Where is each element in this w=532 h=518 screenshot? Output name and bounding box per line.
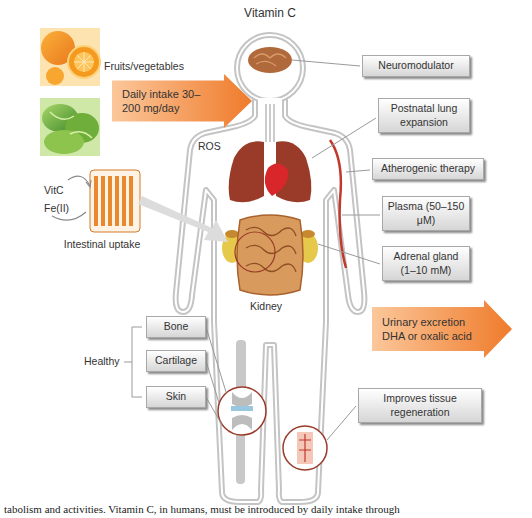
- arrow-body: [372, 300, 512, 358]
- node-text: Neuromodulator: [367, 59, 465, 73]
- node-text: Atherogenic therapy: [377, 162, 479, 176]
- brain: [248, 47, 292, 73]
- concentration-box: Plasma (50–150 μM): [382, 196, 470, 231]
- molecule-label: Fe(II): [44, 202, 69, 215]
- node-text: Skin: [151, 390, 201, 404]
- molecule-label: VitC: [44, 184, 64, 197]
- trachea: [266, 104, 274, 142]
- node-text: Improves tissue regeneration: [363, 392, 477, 419]
- intestines: [237, 215, 303, 295]
- node-text: Postnatal lung expansion: [383, 102, 465, 129]
- fruit-image: [40, 28, 100, 86]
- organ-label: Kidney: [250, 300, 282, 313]
- source-label: Fruits/vegetables: [104, 60, 184, 73]
- node-text: Urinary excretion DHA or oxalic acid: [372, 315, 484, 344]
- bracket: [124, 327, 142, 397]
- heart: [265, 163, 288, 196]
- lungs: [229, 141, 312, 202]
- skin-detail: [283, 426, 327, 470]
- node-text: Cartilage: [151, 354, 201, 368]
- intestinal-villi: [52, 170, 275, 272]
- tissue-box: Bone: [146, 316, 206, 338]
- intake-arrow: Daily intake 30–200 mg/day: [112, 74, 252, 128]
- node-text: Plasma (50–150 μM): [387, 200, 465, 227]
- caption: tabolism and activities. Vitamin C, in h…: [4, 503, 400, 515]
- arrow-shape: [112, 74, 252, 128]
- arrow-shape: [372, 300, 512, 358]
- vegetable-image: [40, 98, 100, 156]
- node-text: Adrenal gland (1–10 mM): [387, 250, 465, 277]
- tissue-box: Skin: [146, 386, 206, 408]
- tissue-box: Cartilage: [146, 350, 206, 372]
- node-text: Bone: [151, 320, 201, 334]
- function-box: Postnatal lung expansion: [378, 98, 470, 133]
- function-box: Neuromodulator: [362, 55, 470, 77]
- arrow-body: [112, 74, 252, 128]
- organ-label: ROS: [198, 140, 221, 153]
- node-text: Daily intake 30–200 mg/day: [112, 87, 206, 116]
- function-box: Atherogenic therapy: [372, 158, 484, 180]
- process-label: Intestinal uptake: [60, 238, 144, 251]
- leg-bone: [218, 340, 266, 484]
- group-label: Healthy: [84, 355, 120, 368]
- function-box: Improves tissue regeneration: [358, 388, 482, 423]
- title: Vitamin C: [0, 6, 532, 20]
- excretion-arrow: Urinary excretion DHA or oxalic acid: [372, 300, 512, 358]
- concentration-box: Adrenal gland (1–10 mM): [382, 246, 470, 281]
